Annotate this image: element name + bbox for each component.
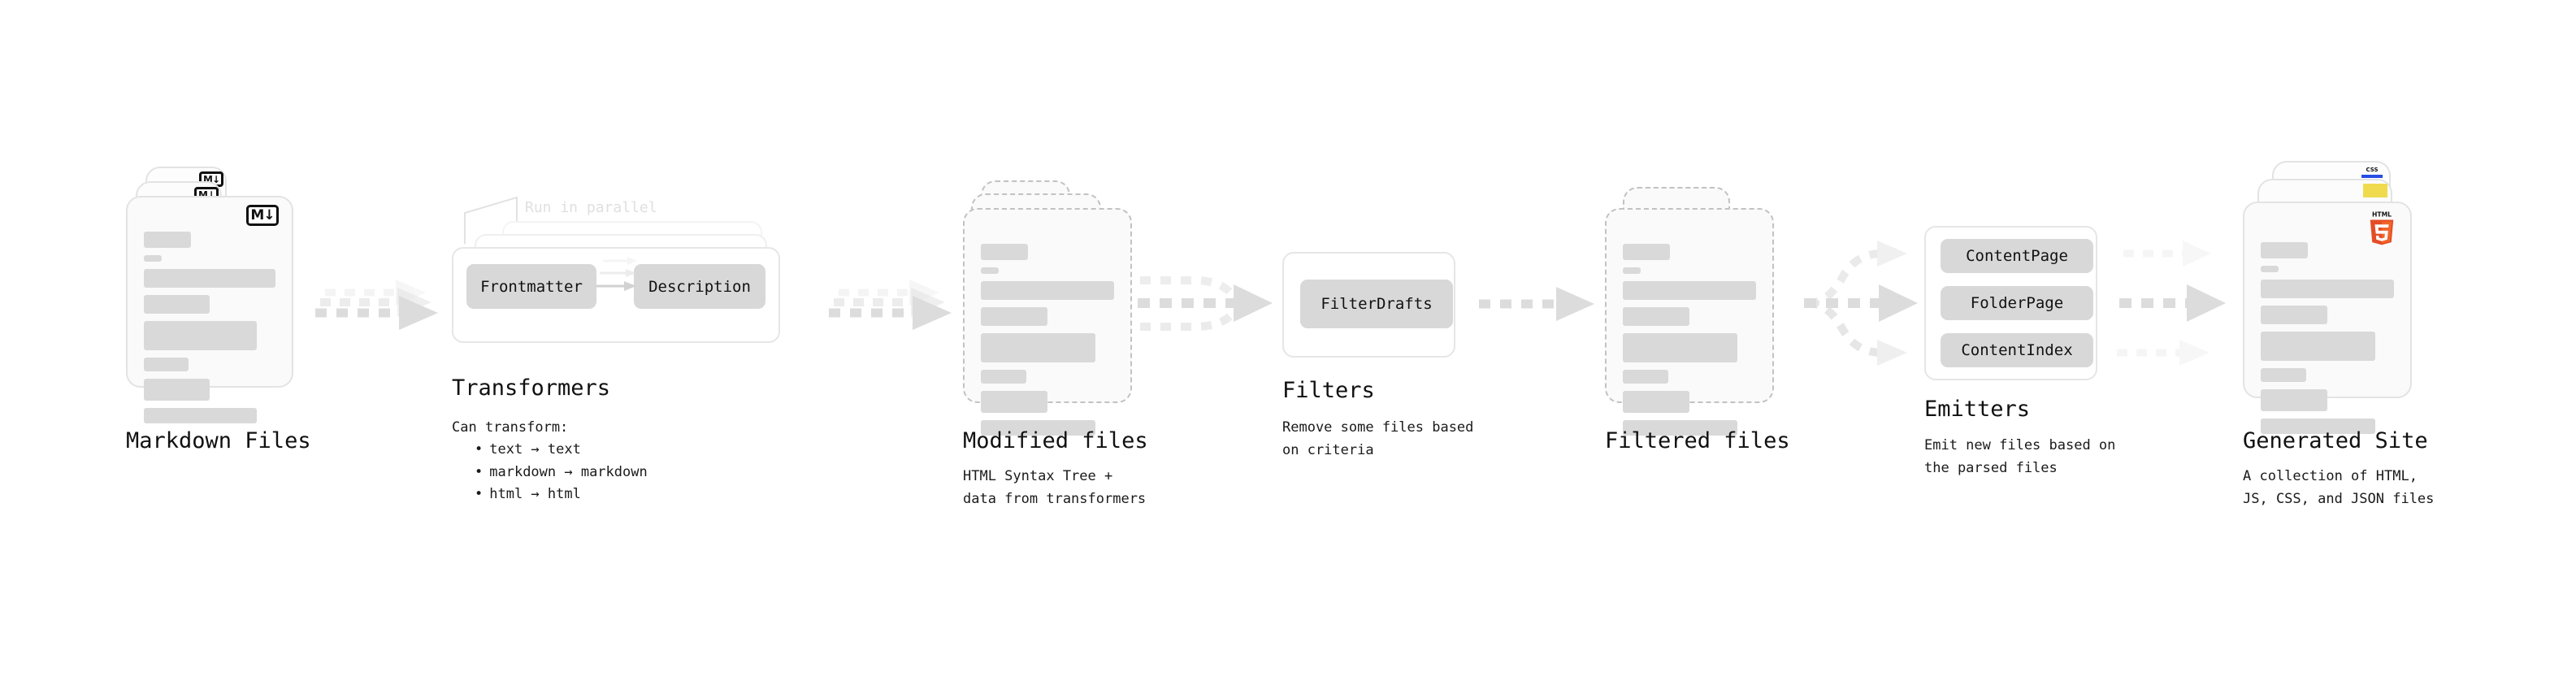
transform-bullet-0: text → text xyxy=(475,439,648,462)
placeholder-bars xyxy=(981,244,1114,443)
transform-bullet-2: html → html xyxy=(475,484,648,506)
stage-desc-filters: Remove some files based on criteria xyxy=(1282,419,1474,458)
js-badge xyxy=(2363,184,2387,197)
css-badge-label: CSS xyxy=(2366,167,2379,173)
filtered-file-card-front xyxy=(1605,208,1774,436)
emitter-pill-folderpage[interactable]: FolderPage xyxy=(1941,286,2093,320)
stage-desc-generated-site: A collection of HTML, JS, CSS, and JSON … xyxy=(2243,468,2435,507)
stage-title-filters: Filters xyxy=(1282,378,1375,403)
emitter-pill-contentpage[interactable]: ContentPage xyxy=(1941,239,2093,273)
run-in-parallel-callout: Run in parallel xyxy=(525,199,657,216)
markdown-file-card-front xyxy=(126,196,293,423)
modified-file-card-front xyxy=(963,208,1132,436)
html5-badge: HTML xyxy=(2370,211,2394,245)
stage-title-markdown-files: Markdown Files xyxy=(126,428,311,453)
emitter-pill-contentindex[interactable]: ContentIndex xyxy=(1941,333,2093,367)
css-badge-bar xyxy=(2361,175,2383,178)
placeholder-bars xyxy=(1623,244,1756,443)
placeholder-bars xyxy=(144,232,275,431)
css-badge: CSS xyxy=(2361,167,2383,179)
markdown-badge: M↓ xyxy=(246,205,279,226)
transformer-pill-description[interactable]: Description xyxy=(634,264,765,309)
filter-pill-filterdrafts[interactable]: FilterDrafts xyxy=(1300,280,1453,328)
svg-text:HTML: HTML xyxy=(2372,211,2392,219)
stage-title-filtered-files: Filtered files xyxy=(1605,428,1790,453)
stage-title-generated-site: Generated Site xyxy=(2243,428,2428,453)
transformer-pill-frontmatter[interactable]: Frontmatter xyxy=(466,264,596,309)
stage-title-emitters: Emitters xyxy=(1924,397,2031,422)
stage-title-modified-files: Modified files xyxy=(963,428,1148,453)
stage-desc-emitters: Emit new files based on the parsed files xyxy=(1924,437,2116,476)
transformers-bullet-list: text → text markdown → markdown html → h… xyxy=(460,439,648,506)
stage-desc-transformers: Can transform: xyxy=(452,419,569,436)
placeholder-bars xyxy=(2261,242,2394,441)
stage-desc-modified-files: HTML Syntax Tree + data from transformer… xyxy=(963,468,1147,507)
stage-title-transformers: Transformers xyxy=(452,375,611,401)
site-file-card-html: HTML xyxy=(2243,202,2412,434)
transform-bullet-1: markdown → markdown xyxy=(475,462,647,484)
